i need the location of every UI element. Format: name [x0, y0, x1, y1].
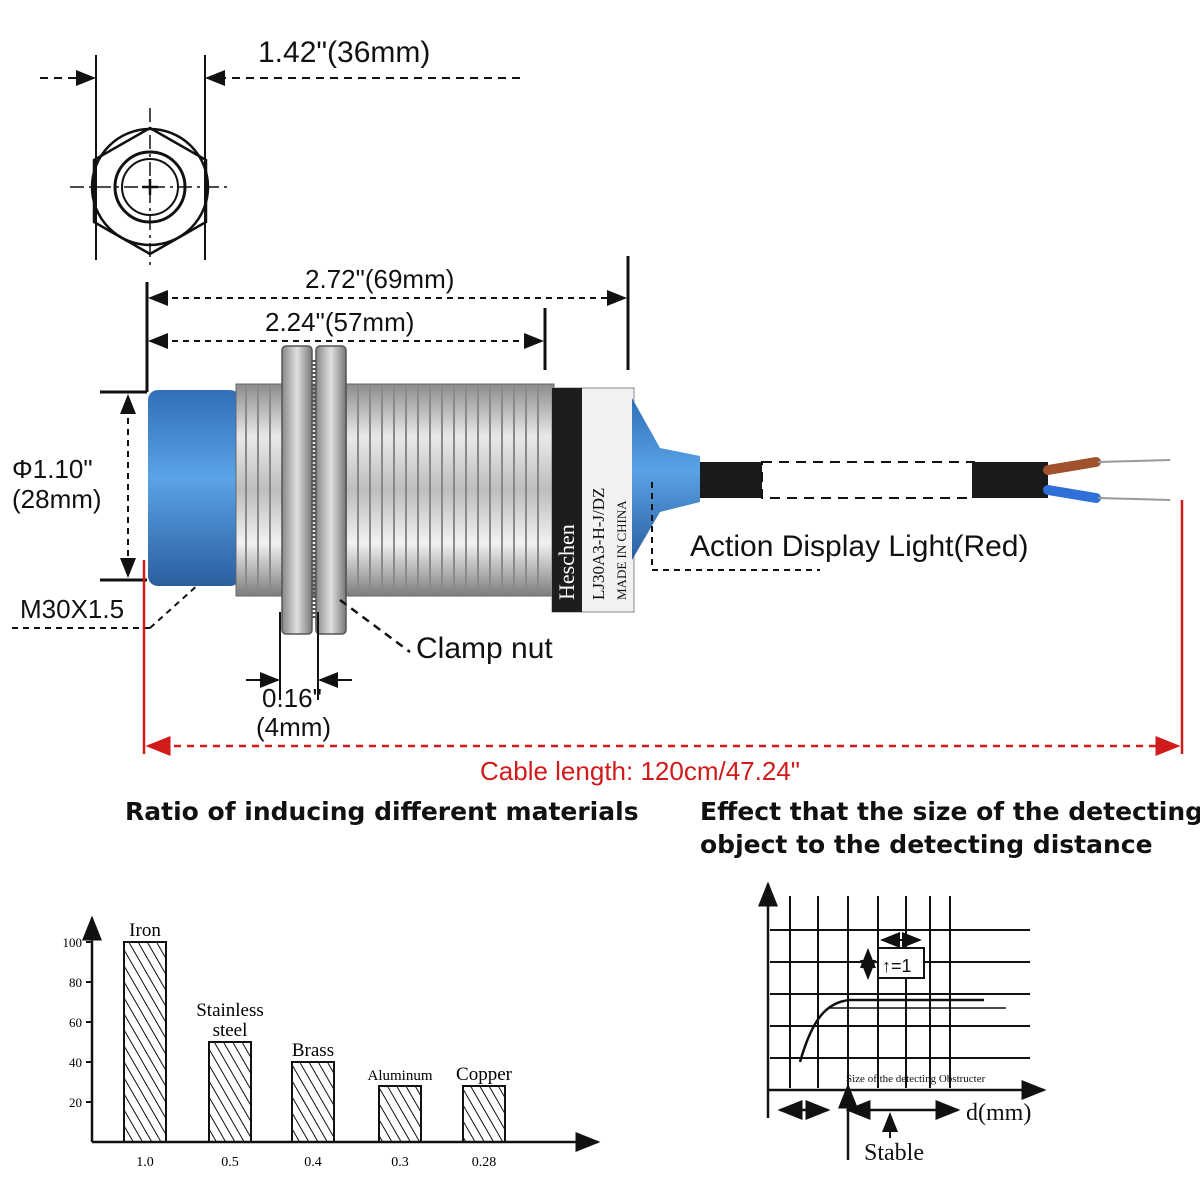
wire-blue: [1043, 485, 1101, 503]
stable-label: Stable: [864, 1140, 924, 1166]
clamp-nut-label: Clamp nut: [416, 632, 553, 665]
material-chart: Ratio of inducing different materials 20…: [63, 797, 639, 1170]
cable-length-dimension: Cable length: 120cm/47.24": [142, 500, 1184, 786]
x-tick-label: 0.3: [391, 1155, 409, 1170]
body-model-print: LJ30A3-H-J/DZ: [589, 488, 608, 600]
bar-category-label: steel: [213, 1020, 248, 1041]
diameter-label-line2: (28mm): [12, 484, 102, 514]
x-axis-label-dmm: d(mm): [966, 1100, 1031, 1126]
y-tick-label: 100: [63, 935, 83, 950]
action-light-label: Action Display Light(Red): [690, 530, 1028, 563]
y-tick-label: 80: [69, 975, 82, 990]
thread-spec-label: M30X1.5: [20, 594, 124, 624]
y-tick-label: 20: [69, 1095, 82, 1110]
thread-length-label: 2.24"(57mm): [265, 307, 414, 337]
unit-box: [877, 947, 925, 979]
material-chart-caption: Ratio of inducing different materials: [125, 797, 639, 826]
bar-category-label: Brass: [292, 1040, 334, 1061]
size-chart-caption-line2: object to the detecting distance: [700, 830, 1153, 859]
x-tick-label: 0.5: [221, 1155, 239, 1170]
chart2-grid: [770, 896, 1030, 1088]
x-tick-label: 1.0: [136, 1155, 154, 1170]
top-view: 1.42"(36mm): [40, 36, 520, 268]
y-tick-label: 40: [69, 1055, 82, 1070]
bar-category-label: Copper: [456, 1064, 513, 1085]
blue-sensing-head: [148, 390, 240, 586]
y-tick-label: 60: [69, 1015, 82, 1030]
sensor-body: Heschen LJ30A3-H-J/DZ MADE IN CHINA: [148, 345, 1171, 635]
bar-stainless-steel: [208, 1041, 252, 1143]
unit-box-label: ↑=1: [882, 956, 912, 976]
cable-length-label: Cable length: 120cm/47.24": [480, 756, 800, 786]
size-chart-caption-line1: Effect that the size of the detecting: [700, 797, 1200, 826]
distance-curve: [798, 998, 984, 1063]
bar-category-label: Stainless: [196, 1000, 264, 1021]
diameter-label-line1: Φ1.10": [12, 454, 93, 484]
chart2-inner-label: Size of the detecting Obstructer: [846, 1073, 986, 1085]
clamp-nut-left: [281, 345, 313, 635]
cable-black: [700, 462, 762, 498]
top-width-label: 1.42"(36mm): [258, 36, 430, 69]
bar-brass: [291, 1061, 335, 1143]
bar-copper: [462, 1085, 506, 1143]
bar-category-label: Iron: [129, 920, 161, 941]
total-length-label: 2.72"(69mm): [305, 264, 454, 294]
clamp-nut-right: [315, 345, 347, 635]
bar-iron: [123, 941, 167, 1143]
size-distance-chart: Effect that the size of the detecting ob…: [700, 797, 1200, 1166]
nut-thickness-line1: 0.16": [262, 683, 322, 713]
body-brand-print: Heschen: [554, 524, 579, 600]
cable-strain-relief: [632, 398, 700, 560]
x-tick-label: 0.4: [304, 1155, 322, 1170]
wire-brown: [1043, 457, 1101, 475]
side-view-dimensions: 2.72"(69mm) 2.24"(57mm) Φ1.10" (28mm) M3…: [12, 256, 630, 629]
body-origin-print: MADE IN CHINA: [614, 500, 629, 600]
nut-thickness-line2: (4mm): [256, 712, 331, 742]
x-tick-label: 0.28: [472, 1155, 497, 1170]
thread-lines: [245, 386, 539, 594]
bar-aluminum: [378, 1085, 422, 1143]
bar-category-label: Aluminum: [367, 1068, 432, 1084]
